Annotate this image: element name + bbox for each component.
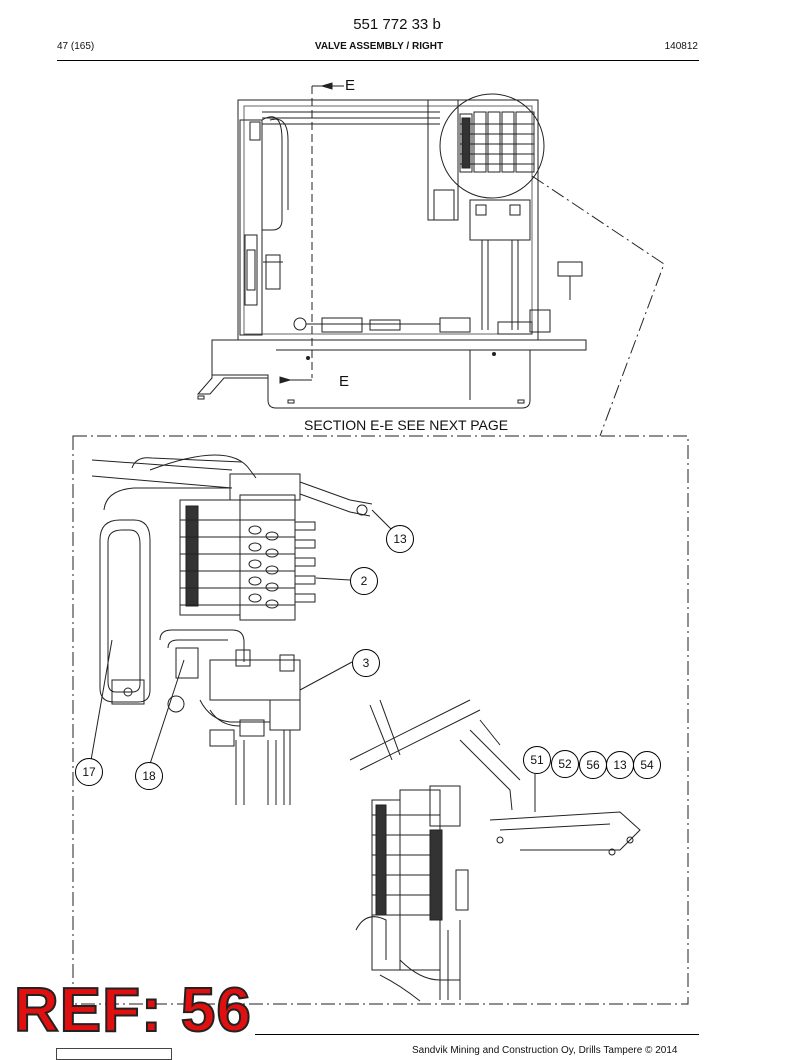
callout-13-group: 13: [606, 751, 634, 779]
callout-51: 51: [523, 746, 551, 774]
footer-copyright: Sandvik Mining and Construction Oy, Dril…: [412, 1045, 678, 1056]
valve-detail-drawing: [91, 454, 373, 805]
callout-18: 18: [135, 762, 163, 790]
document-date: 140812: [664, 41, 698, 52]
section-caption: SECTION E-E SEE NEXT PAGE: [304, 417, 509, 433]
leader-lines: [89, 509, 536, 812]
footer-rule: [255, 1034, 699, 1035]
callout-3: 3: [352, 649, 380, 677]
page-title: VALVE ASSEMBLY / RIGHT: [314, 41, 444, 52]
document-number: 551 772 33 b: [353, 16, 441, 33]
reference-stamp: REF: 56: [13, 976, 252, 1045]
header-rule: [57, 60, 699, 61]
company-logo: [56, 1048, 172, 1060]
callout-52: 52: [551, 750, 579, 778]
callout-54: 54: [633, 751, 661, 779]
assembly-overview-drawing: [196, 82, 587, 409]
section-marker-top: E: [345, 77, 356, 94]
detail-frame: [72, 435, 689, 1005]
section-marker-bottom: E: [339, 373, 350, 390]
callout-56: 56: [579, 751, 607, 779]
callout-17: 17: [75, 758, 103, 786]
bracket-detail-drawing: [349, 699, 641, 1002]
page-number: 47 (165): [57, 41, 95, 52]
callout-2: 2: [350, 567, 378, 595]
callout-13-top: 13: [386, 525, 414, 553]
